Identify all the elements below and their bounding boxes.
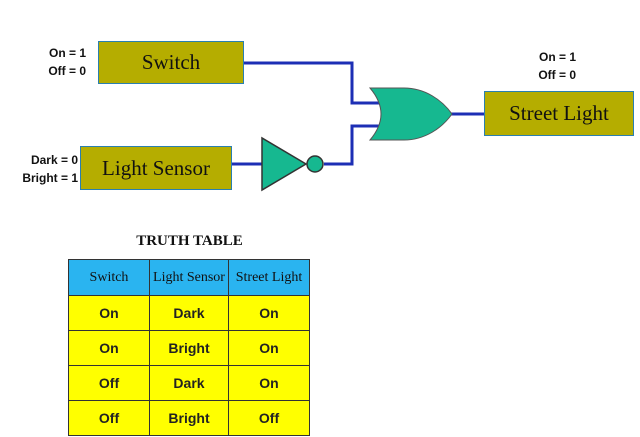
switch-on-text: On = 1 xyxy=(48,46,86,60)
switch-off-text: Off = 0 xyxy=(48,64,86,78)
cell-light: Off xyxy=(228,400,310,436)
cell-light: On xyxy=(228,295,310,331)
light-off-text: Off = 0 xyxy=(538,68,576,82)
switch-values: On = 1 Off = 0 xyxy=(10,44,86,80)
sensor-dark-text: Dark = 0 xyxy=(30,153,78,167)
truth-table: Switch Light Sensor Street Light On Dark… xyxy=(68,259,310,436)
wires xyxy=(232,61,484,166)
cell-light: On xyxy=(228,330,310,366)
cell-sensor: Dark xyxy=(149,295,229,331)
truth-table-title: TRUTH TABLE xyxy=(136,233,243,249)
cell-light: On xyxy=(228,365,310,401)
switch-label: Switch xyxy=(141,50,201,74)
table-row: On Bright On xyxy=(68,330,310,366)
light-on-text: On = 1 xyxy=(538,50,576,64)
cell-switch: Off xyxy=(68,365,150,401)
street-light-label: Street Light xyxy=(509,101,609,125)
cell-sensor: Bright xyxy=(149,330,229,366)
truth-table-header-row: Switch Light Sensor Street Light xyxy=(68,259,310,296)
table-row: Off Bright Off xyxy=(68,400,310,436)
header-street-light: Street Light xyxy=(228,259,310,296)
wire-switch-to-or xyxy=(244,61,398,105)
or-gate xyxy=(368,87,453,141)
light-sensor-box: Light Sensor xyxy=(80,146,232,190)
cell-sensor: Bright xyxy=(149,400,229,436)
not-gate xyxy=(261,136,324,192)
table-row: On Dark On xyxy=(68,295,310,331)
cell-sensor: Dark xyxy=(149,365,229,401)
table-row: Off Dark On xyxy=(68,365,310,401)
header-light-sensor: Light Sensor xyxy=(149,259,229,296)
cell-switch: On xyxy=(68,295,150,331)
cell-switch: On xyxy=(68,330,150,366)
sensor-bright-text: Bright = 1 xyxy=(22,171,78,185)
light-values: On = 1 Off = 0 xyxy=(500,48,576,84)
circuit-diagram xyxy=(232,61,484,192)
not-gate-bubble xyxy=(306,155,324,173)
switch-box: Switch xyxy=(98,41,244,84)
cell-switch: Off xyxy=(68,400,150,436)
light-sensor-label: Light Sensor xyxy=(102,155,210,180)
header-switch: Switch xyxy=(68,259,150,296)
street-light-box: Street Light xyxy=(484,91,634,136)
sensor-values: Dark = 0 Bright = 1 xyxy=(0,151,78,187)
wire-not-to-or xyxy=(324,124,398,166)
